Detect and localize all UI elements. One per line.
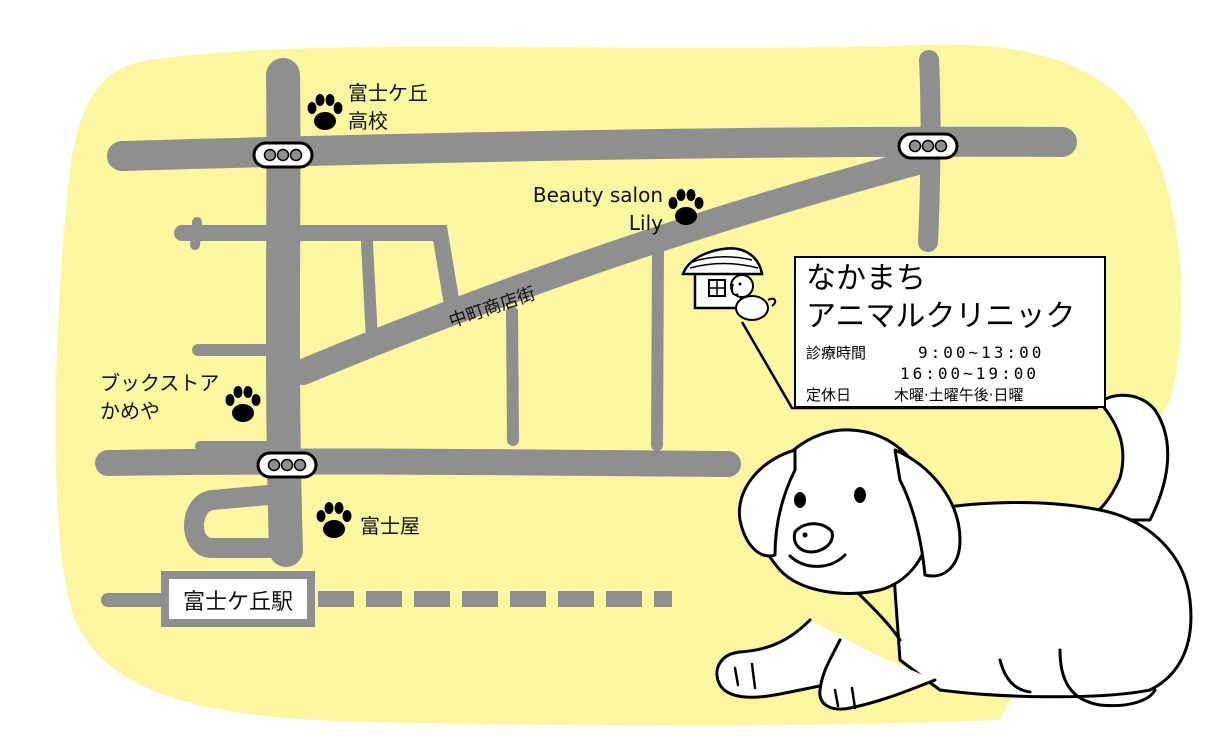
beauty-salon-label-2: Lily	[629, 211, 663, 235]
road-side-4	[651, 244, 664, 451]
clinic-info-box[interactable]: なかまち アニマルクリニック 診療時間 9:00~13:00 16:00~19:…	[794, 256, 1106, 408]
landmark-fujiya[interactable]: 富士屋	[316, 502, 421, 538]
road-shopping-street	[290, 147, 938, 385]
landmark-bookstore[interactable]: ブックストア かめや	[100, 371, 261, 423]
callout-pointer	[740, 321, 1098, 410]
bookstore-label-2: かめや	[100, 399, 160, 423]
closed-value: 木曜·土曜午後·日曜	[894, 386, 1024, 404]
clinic-name-line1: なかまち	[806, 261, 926, 296]
beauty-salon-label-1: Beauty salon	[533, 183, 663, 207]
road-side-2	[361, 237, 378, 346]
bookstore-label-1: ブックストア	[100, 371, 219, 395]
road-side-1	[174, 225, 460, 313]
dog-illustration	[715, 393, 1193, 711]
landmark-beauty-salon[interactable]: Beauty salon Lily	[533, 183, 704, 235]
traffic-light-icon	[897, 132, 959, 160]
clinic-name-line2: アニマルクリニック	[806, 299, 1076, 334]
high-school-label-2: 高校	[348, 109, 388, 133]
traffic-light-icon	[252, 141, 314, 169]
hours-am: 9:00~13:00	[918, 343, 1045, 362]
station[interactable]: 富士ケ丘駅	[161, 571, 315, 627]
hours-pm: 16:00~19:00	[900, 364, 1039, 383]
road-side-3	[506, 306, 519, 446]
clinic-house-icon[interactable]	[681, 247, 777, 321]
traffic-light-icon	[256, 451, 318, 479]
closed-label: 定休日	[806, 386, 852, 404]
landmark-high-school[interactable]: 富士ケ丘 高校	[307, 81, 429, 133]
hours-label: 診療時間	[806, 344, 867, 362]
road-middle	[95, 448, 741, 477]
road-loop	[184, 484, 292, 558]
fujiya-label: 富士屋	[360, 514, 420, 538]
high-school-label-1: 富士ケ丘	[348, 81, 428, 105]
station-label: 富士ケ丘駅	[183, 590, 293, 615]
railway	[101, 591, 672, 607]
road-side-6	[190, 217, 202, 250]
